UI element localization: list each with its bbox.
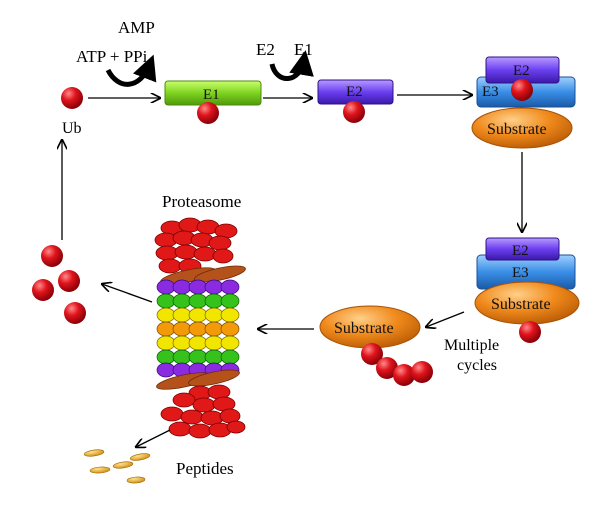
ubiquitin-on-e1 (197, 102, 219, 124)
proteasome (154, 217, 246, 439)
released-ubiquitin-3 (58, 270, 80, 292)
released-ubiquitin-4 (64, 302, 86, 324)
proteasome-ring-orange-top (156, 321, 240, 337)
polyub-chain-4 (411, 361, 433, 383)
proteasome-ring-purple-top (156, 279, 240, 295)
peptides-label: Peptides (176, 459, 234, 478)
substrate-lower-label: Substrate (491, 296, 551, 313)
ubiquitin-free (61, 87, 83, 109)
released-ubiquitin-2 (32, 279, 54, 301)
polyub-chain-1 (361, 343, 383, 365)
arrow-proteasome-to-ub-release (102, 284, 153, 303)
peptides (83, 449, 151, 484)
polyub-chain-2 (376, 357, 398, 379)
e3-lower-label: E3 (512, 265, 529, 281)
e2-label: E2 (346, 84, 363, 100)
proteasome-ring-yellow-bottom (156, 335, 240, 351)
e1-label: E1 (203, 87, 220, 103)
multiple-cycles-line1: Multiple (444, 337, 499, 354)
proteasome-cap-bar-top-2 (194, 265, 246, 283)
ubiquitin-on-e2-e3 (511, 79, 533, 101)
proteasome-ring-green-top (156, 293, 240, 309)
atp-ppi-label: ATP + PPi (76, 47, 148, 66)
proteasome-label: Proteasome (162, 192, 241, 211)
atp-consumption-curved-arrow (105, 54, 157, 87)
e2-bound-lower (485, 237, 560, 261)
released-ubiquitin-1 (41, 245, 63, 267)
ubiquitin-attached-lower (519, 321, 541, 343)
e1-side-label: E1 (294, 40, 313, 59)
proteasome-cap-bar-bottom-2 (188, 369, 240, 387)
e2-on-e3-label: E2 (513, 63, 530, 79)
substrate-bound-top (471, 107, 573, 149)
e3-label: E3 (482, 84, 499, 100)
proteasome-ring-green-bottom (156, 349, 240, 365)
proteasome-ring-yellow-top (156, 307, 240, 323)
e2-lower-label: E2 (512, 243, 529, 259)
e2-side-label: E2 (256, 40, 275, 59)
substrate-poly-label: Substrate (334, 320, 394, 337)
ubiquitin-on-e2 (343, 101, 365, 123)
polyub-chain-3 (393, 364, 415, 386)
arrow-proteasome-to-peptides (136, 429, 171, 447)
multiple-cycles-line2: cycles (457, 357, 497, 374)
proteasome-top-cap (154, 217, 238, 274)
amp-label: AMP (118, 18, 155, 37)
substrate-top-label: Substrate (487, 121, 547, 138)
e2-e1-exchange-curved-arrow (269, 50, 314, 81)
arrow-multiple-cycles (426, 311, 465, 327)
proteasome-bottom-cap (160, 384, 246, 439)
ub-label: Ub (62, 120, 82, 137)
